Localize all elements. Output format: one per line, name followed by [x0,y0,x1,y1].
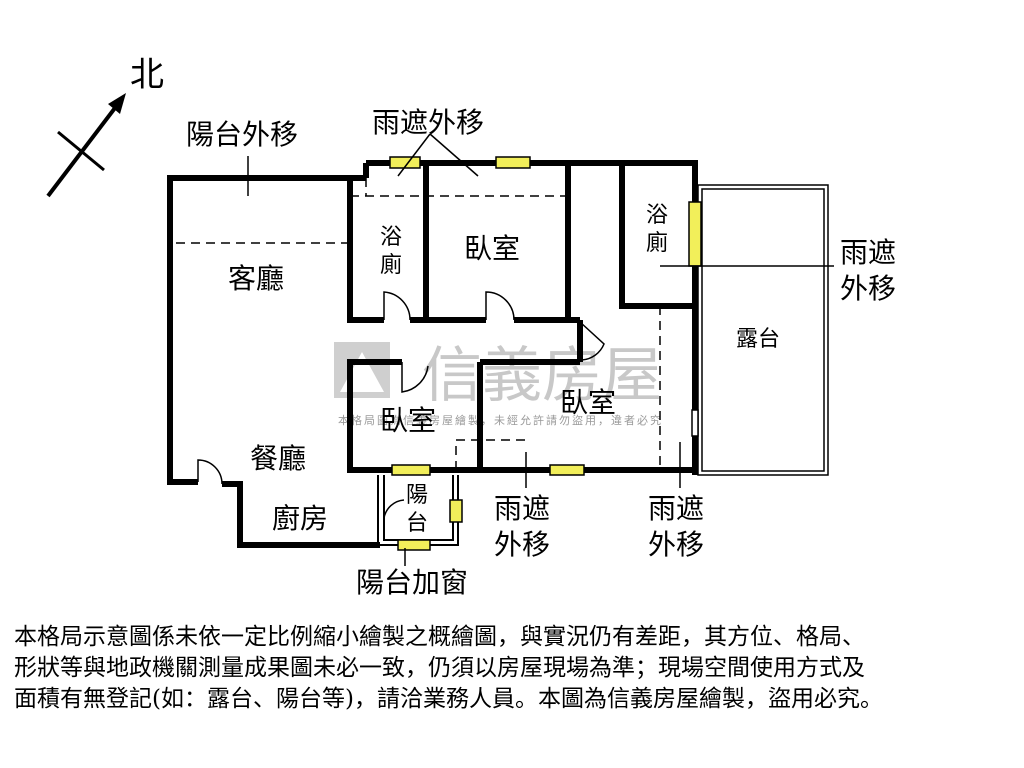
label-awning-right-1: 雨遮 [840,236,896,269]
label-awning-top: 雨遮外移 [372,106,484,139]
label-bedroom-right: 臥室 [560,386,616,419]
window [397,539,431,551]
disclaimer-line: 本格局示意圖係未依一定比例縮小繪製之概繪圖，與實況仍有差距，其方位、格局、 [14,624,865,650]
label-balcony-small-2: 台 [406,511,428,536]
window [495,156,531,169]
window [391,464,431,476]
label-balcony-small-1: 陽 [406,483,428,508]
label-dining-room: 餐廳 [250,442,306,475]
leader-lines [247,133,834,566]
label-awning-mid-1: 雨遮 [494,492,550,525]
compass-north-label: 北 [130,55,164,95]
dashed-lines [176,178,661,470]
label-terrace: 露台 [736,327,780,352]
label-bedroom-left: 臥室 [380,404,436,437]
label-bath-left-1: 浴 [380,225,402,250]
watermark-brand: 信義房屋 [422,341,662,411]
label-kitchen: 廚房 [272,502,328,535]
watermark: 信義房屋 本格局圖為信義房屋繪製，未經允許請勿盜用，違者必究 [334,341,663,427]
label-awning-low-2: 外移 [648,528,704,561]
walls [167,160,698,548]
label-bath-right-2: 廁 [646,231,668,256]
doors [197,291,605,519]
label-balcony-window: 陽台加窗 [356,566,468,599]
north-arrow-icon [46,93,126,198]
windows [389,156,702,551]
label-awning-mid-2: 外移 [494,528,550,561]
disclaimer-text: 本格局示意圖係未依一定比例縮小繪製之概繪圖，與實況仍有差距，其方位、格局、 形狀… [14,622,1014,715]
disclaimer-line: 形狀等與地政機關測量成果圖未必一致，仍須以房屋現場為準；現場空間使用方式及 [14,655,865,681]
window [549,464,585,476]
window [449,499,463,523]
window [688,201,702,267]
label-awning-low-1: 雨遮 [648,492,704,525]
disclaimer-line: 面積有無登記(如：露台、陽台等)，請洽業務人員。本圖為信義房屋繪製，盜用必究。 [14,686,883,712]
floor-plan: 北 信義房屋 本格局圖為信義房屋繪製，未經允許請勿盜用，違者必究 [46,55,896,599]
watermark-notice: 本格局圖為信義房屋繪製，未經允許請勿盜用，違者必究 [338,413,663,427]
label-bath-right-1: 浴 [646,203,668,228]
label-awning-right-2: 外移 [840,272,896,305]
label-balcony-moved: 陽台外移 [186,118,298,151]
label-bath-left-2: 廁 [380,253,402,278]
label-bedroom-top: 臥室 [464,232,520,265]
label-living-room: 客廳 [228,262,284,295]
